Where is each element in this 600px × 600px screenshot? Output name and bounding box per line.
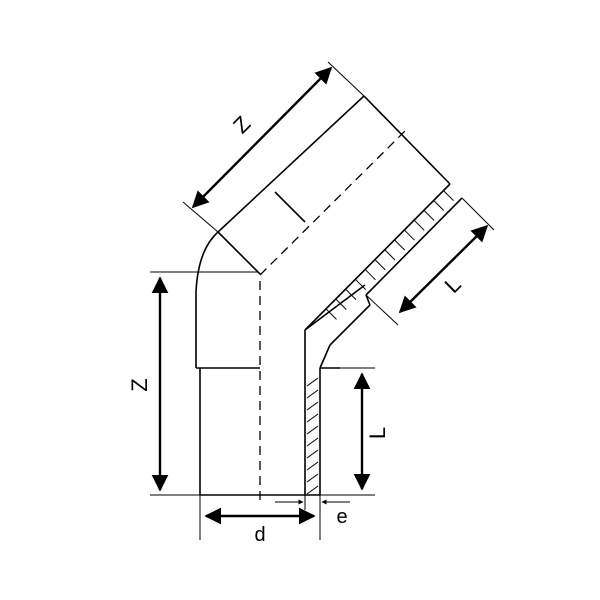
centerlines — [259, 129, 407, 500]
dimension-e: e — [275, 495, 350, 528]
section-wall — [304, 183, 463, 495]
dimension-z-diagonal: Z — [182, 61, 365, 233]
hatch-line — [306, 437, 319, 447]
hatch-line — [306, 449, 319, 459]
hatch-line — [355, 279, 367, 291]
hatch-line — [306, 389, 319, 399]
d-label: d — [254, 524, 265, 546]
e-label: e — [336, 506, 347, 528]
hatch-line — [306, 413, 319, 423]
hatch-line — [306, 401, 319, 411]
fitting-outline — [195, 95, 451, 496]
hatch-line — [345, 289, 357, 300]
hatch-line — [326, 309, 337, 320]
hatch-line — [306, 425, 319, 435]
hatch-line — [404, 229, 415, 241]
z-vertical-label: Z — [127, 378, 152, 391]
l-diagonal-label: L — [440, 272, 466, 298]
dimension-z-vertical: Z — [127, 271, 258, 496]
hatch-line — [433, 200, 445, 211]
hatch-line — [443, 190, 454, 201]
dimension-d: d — [199, 495, 321, 546]
hatch-line — [394, 239, 406, 251]
hatch-line — [413, 219, 425, 231]
hatch-line — [423, 210, 435, 221]
hatch-line — [306, 473, 319, 483]
z-diagonal-label: Z — [228, 111, 255, 138]
hatch-line — [384, 249, 396, 261]
hatch-line — [374, 259, 386, 271]
hatch-line — [365, 269, 376, 281]
hatch-line — [306, 377, 319, 387]
hatch-line — [335, 299, 347, 310]
dimension-l-vertical: L — [320, 367, 390, 496]
hatch-line — [306, 485, 319, 495]
l-vertical-label: L — [365, 427, 390, 439]
hatch-line — [306, 461, 319, 471]
